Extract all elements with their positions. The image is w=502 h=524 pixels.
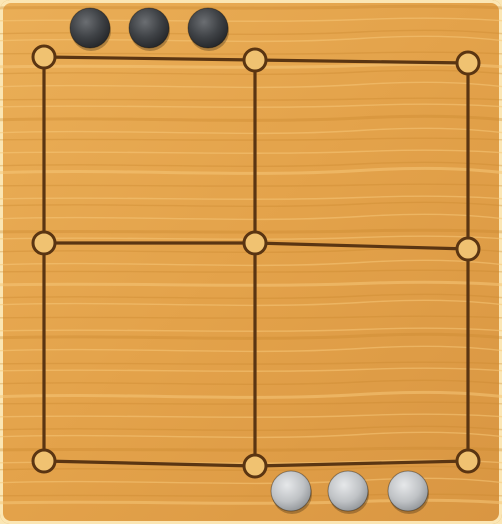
board-point-c3[interactable] [457, 450, 479, 472]
board-point-a1[interactable] [33, 46, 55, 68]
board-point-a3[interactable] [33, 450, 55, 472]
board-point-c1[interactable] [457, 52, 479, 74]
board-point-b3[interactable] [244, 455, 266, 477]
board-point-b1[interactable] [244, 49, 266, 71]
board-point-b2[interactable] [244, 232, 266, 254]
board-point-c2[interactable] [457, 238, 479, 260]
board-point-a2[interactable] [33, 232, 55, 254]
board-wood [3, 3, 499, 521]
